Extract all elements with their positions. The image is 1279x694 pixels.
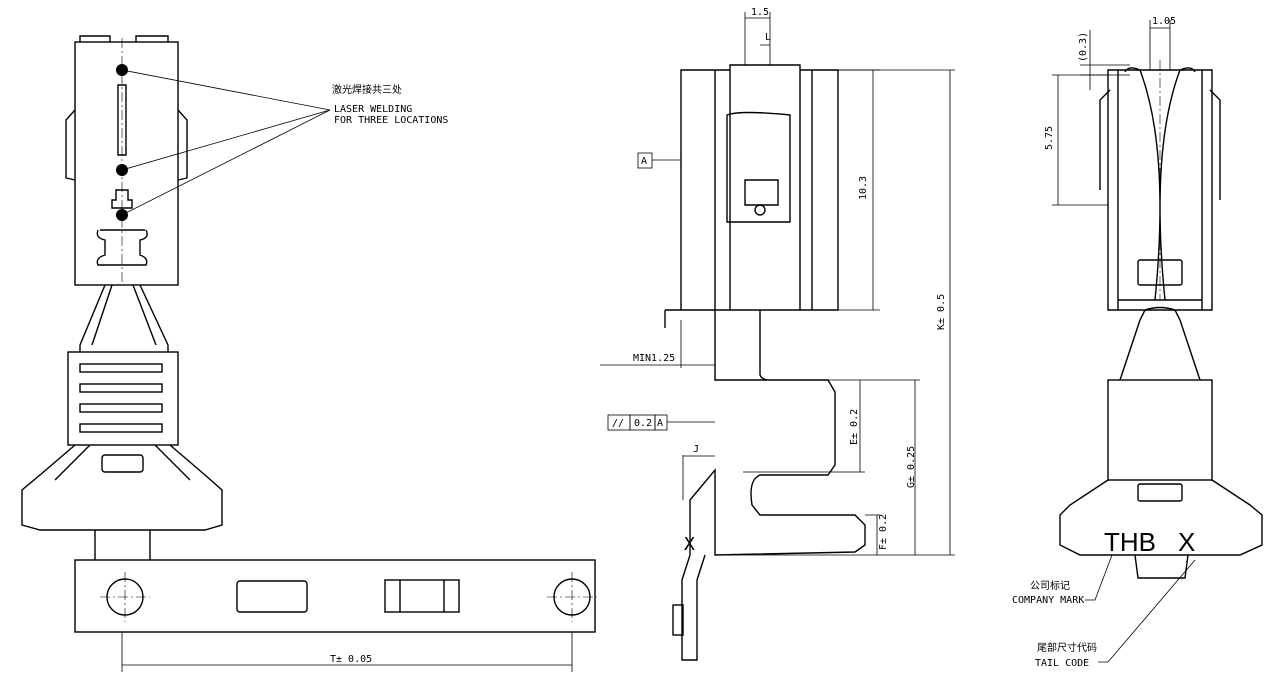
dim-j (682, 455, 715, 500)
side-tab (672, 604, 684, 636)
company-mark-cn: 公司标记 (1030, 580, 1070, 592)
left-view: 激光焊接共三处 LASER WELDING FOR THREE LOCATION… (21, 35, 597, 672)
dim-f-label: F± 0.2 (878, 514, 889, 550)
weld-note-cn: 激光焊接共三处 (332, 83, 402, 96)
dim-1-5 (744, 12, 771, 65)
tail-code-en: TAIL CODE (1035, 658, 1089, 669)
datum-box (637, 152, 653, 169)
dim-k (838, 69, 955, 555)
dim-k-label: K± 0.5 (936, 294, 947, 330)
dim-5-75 (1052, 74, 1108, 206)
side-tail (681, 500, 706, 661)
dim-min-label: MIN1.25 (633, 353, 675, 364)
side-slot (726, 111, 791, 223)
weld-note-en: LASER WELDING (334, 104, 412, 115)
company-mark-en: COMPANY MARK (1012, 595, 1084, 606)
crimp-slot (79, 423, 163, 433)
dim-t-label: T± 0.05 (330, 654, 372, 665)
tail-mark-x: X (684, 534, 695, 555)
tolerance-symbol: // (612, 418, 624, 429)
weld-note-en-2: FOR THREE LOCATIONS (334, 115, 448, 126)
side-view: 1.5 L A 10.3 K± 0.5 MIN1.25 // 0.2 A J E… (600, 7, 955, 661)
side-dimple (754, 204, 766, 216)
window (101, 454, 144, 473)
dim-g-label: G± 0.25 (906, 446, 917, 488)
dim-0-3-label: (0.3) (1078, 32, 1089, 62)
lance (96, 229, 148, 266)
strip-slot (236, 580, 308, 613)
insulation-barrel (21, 444, 223, 531)
dimension-t (121, 632, 573, 672)
front-slot (1137, 483, 1183, 502)
company-mark-thb: THB (1104, 527, 1156, 557)
strip-connector (94, 530, 151, 560)
tail-mark-x-front: X (1178, 527, 1195, 557)
side-body (680, 64, 839, 311)
contact-springs (1124, 67, 1196, 301)
front-crimp (1107, 379, 1213, 481)
dim-1-5-label: 1.5 (751, 7, 769, 18)
front-clips (1099, 89, 1221, 200)
leader-lines (121, 69, 331, 216)
tolerance-value: 0.2 (634, 418, 652, 429)
terminal-body (74, 41, 179, 286)
neck (79, 284, 169, 352)
datum-a: A (641, 156, 647, 167)
crimp-slot (79, 403, 163, 413)
weld-slot (111, 84, 133, 209)
strip-slot (384, 579, 460, 613)
crimp-barrel (67, 351, 179, 446)
dim-5-75-label: 5.75 (1044, 126, 1055, 150)
tail-code-cn: 尾部尺寸代码 (1037, 641, 1097, 654)
dim-1-05 (1149, 20, 1171, 70)
dim-e-label: E± 0.2 (849, 409, 860, 445)
dim-j-label: J (693, 444, 699, 455)
front-body (1107, 69, 1213, 311)
dim-1-05-label: 1.05 (1152, 16, 1176, 27)
dim-min (600, 320, 715, 368)
front-tail (1134, 554, 1189, 579)
dims-efg (715, 379, 955, 556)
dim-10-3-label: 10.3 (858, 176, 869, 200)
crimp-slot (79, 363, 163, 373)
side-lower (664, 309, 866, 556)
top-tabs (79, 35, 169, 42)
carrier-strip (74, 559, 596, 633)
front-insulation (1059, 479, 1263, 556)
front-view: 1.05 (0.3) 5.75 THB X 公司标记 COMPANY MARK … (1012, 16, 1263, 669)
front-neck (1119, 306, 1201, 381)
side-clips (65, 109, 188, 181)
crimp-slot (79, 383, 163, 393)
mark-leaders (1085, 554, 1196, 663)
dim-l-label: L (765, 32, 771, 43)
tolerance-datum: A (657, 418, 663, 429)
